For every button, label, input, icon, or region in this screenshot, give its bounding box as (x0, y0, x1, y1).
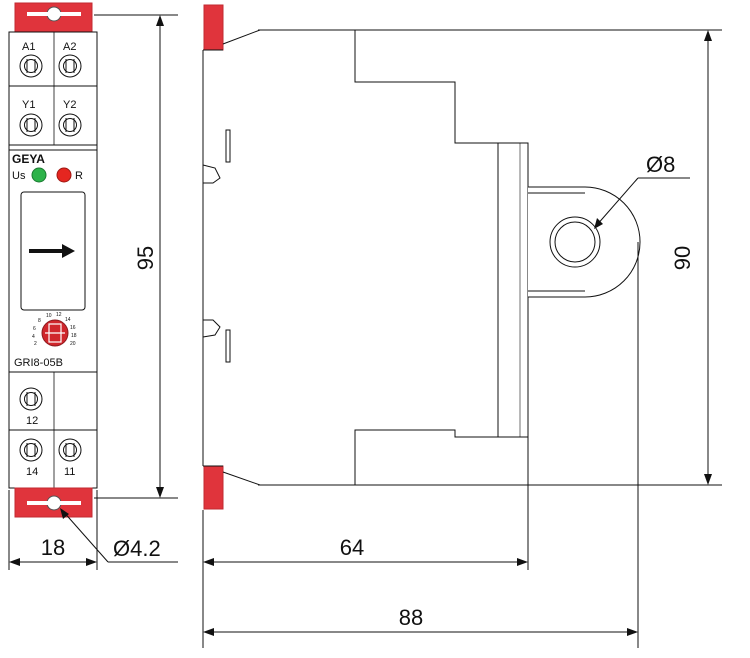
brand-logo: GEYA (12, 152, 45, 166)
dial-tick-8: 8 (38, 318, 41, 324)
dial-tick-20: 20 (70, 341, 76, 347)
dimension-90 (258, 29, 722, 486)
dim-label-mount-hole: Ø4.2 (113, 536, 161, 561)
label-12: 12 (26, 415, 38, 427)
side-view (202, 4, 641, 510)
label-a1: A1 (22, 41, 35, 53)
front-view (8, 2, 98, 518)
dim-label-sensor-hole: Ø8 (646, 152, 675, 177)
dimension-18 (8, 490, 98, 570)
dim-label-18: 18 (41, 535, 65, 560)
dimension-64 (202, 437, 529, 648)
screw-terminal-14 (19, 438, 43, 462)
dial-scale: 2 4 6 8 10 12 14 16 18 20 (32, 312, 77, 347)
sensor-ring (528, 186, 641, 298)
arrow-right-icon (29, 244, 75, 258)
dial-tick-18: 18 (71, 333, 77, 339)
relay-body-side (222, 29, 529, 486)
side-clip-top (203, 4, 224, 51)
model-label: GRI8-05B (14, 357, 63, 369)
dimension-mount-hole-leader (60, 508, 178, 563)
screw-terminal-12 (19, 387, 43, 411)
screw-terminal-a2 (58, 54, 82, 78)
led-label-us: Us (12, 170, 26, 182)
label-14: 14 (26, 466, 38, 478)
dial-tick-4: 4 (32, 334, 35, 340)
dim-label-95: 95 (133, 246, 158, 270)
dimension-95 (94, 14, 178, 499)
dial-tick-14: 14 (65, 317, 71, 323)
label-11: 11 (64, 466, 75, 478)
dial-tick-12: 12 (56, 312, 62, 318)
dim-label-90: 90 (670, 246, 695, 270)
label-a2: A2 (63, 41, 76, 53)
dial-tick-10: 10 (46, 313, 52, 319)
label-y2: Y2 (63, 99, 76, 111)
dimension-88 (203, 242, 639, 648)
dial-tick-16: 16 (70, 325, 76, 331)
screw-terminal-11 (58, 438, 82, 462)
dial-tick-6: 6 (33, 326, 36, 332)
dim-label-64: 64 (340, 535, 364, 560)
screw-terminal-a1 (19, 54, 43, 78)
dim-label-88: 88 (399, 605, 423, 630)
label-y1: Y1 (22, 99, 35, 111)
led-label-r: R (75, 170, 83, 182)
led-r-red (56, 167, 72, 183)
dial-tick-2: 2 (34, 341, 37, 347)
dimension-sensor-hole-leader (594, 177, 690, 229)
screw-terminal-y1 (19, 113, 43, 137)
side-clip-bottom (203, 465, 224, 510)
screw-terminal-y2 (58, 113, 82, 137)
led-us-green (31, 167, 47, 183)
